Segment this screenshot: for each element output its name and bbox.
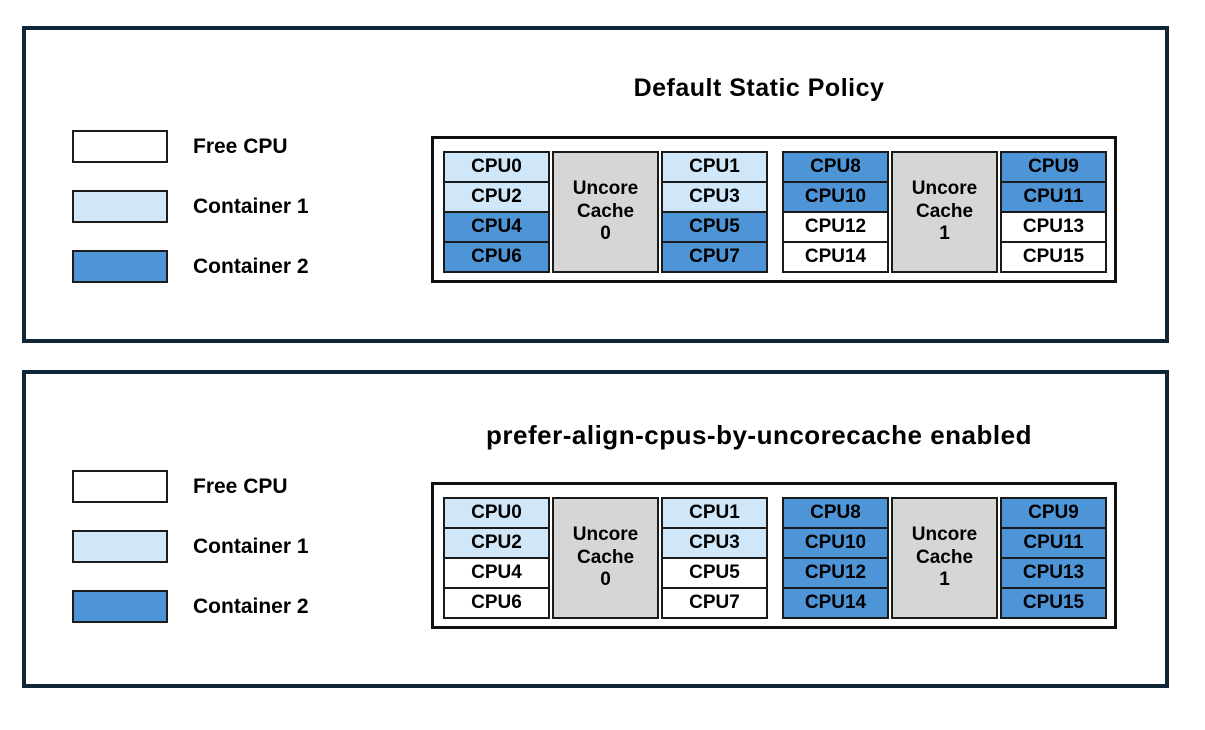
panel-prefer-align-uncorecache: prefer-align-cpus-by-uncorecache enabled… [22,370,1169,688]
legend-swatch-container-2 [72,590,168,623]
legend-label: Container 2 [193,594,309,618]
uncore-cache-label-line: Uncore [911,523,978,545]
legend-swatch-container-1 [72,530,168,563]
uncore-cache-label-line: Cache [915,546,974,568]
cpu-cell: CPU10 [782,527,889,559]
cpu-cell: CPU5 [661,211,768,243]
cpu-cell: CPU12 [782,557,889,589]
cpu-column-right: CPU9 CPU11 CPU13 CPU15 [1000,497,1107,619]
page-title: Default Static Policy [633,74,885,102]
uncore-cache-0-block: Uncore Cache 0 [552,497,659,619]
cpu-column-right: CPU1 CPU3 CPU5 CPU7 [661,151,768,273]
cpu-cell: CPU10 [782,181,889,213]
uncore-cache-1-block: Uncore Cache 1 [891,151,998,273]
legend: Free CPU Container 1 Container 2 [72,470,309,623]
legend-swatch-container-2 [72,250,168,283]
cpu-cell: CPU13 [1000,211,1107,243]
cache-group-0: CPU0 CPU2 CPU4 CPU6 Uncore Cache 0 CPU1 … [443,497,768,619]
cpu-column-right: CPU1 CPU3 CPU5 CPU7 [661,497,768,619]
uncore-cache-label-line: 0 [600,223,611,245]
legend-label: Container 1 [193,194,309,218]
legend-item-free-cpu: Free CPU [72,470,309,503]
cpu-cell: CPU9 [1000,497,1107,529]
uncore-cache-label-line: Cache [915,200,974,222]
legend-label: Free CPU [193,134,288,158]
legend: Free CPU Container 1 Container 2 [72,130,309,283]
cpu-cell: CPU4 [443,557,550,589]
cpu-cell: CPU6 [443,587,550,619]
uncore-cache-label-line: Uncore [911,177,978,199]
cpu-column-left: CPU8 CPU10 CPU12 CPU14 [782,151,889,273]
cpu-cell: CPU11 [1000,527,1107,559]
legend-label: Free CPU [193,474,288,498]
legend-item-container-2: Container 2 [72,590,309,623]
cpu-cell: CPU3 [661,181,768,213]
cpu-cell: CPU15 [1000,241,1107,273]
cpu-cell: CPU8 [782,151,889,183]
legend-swatch-container-1 [72,190,168,223]
cpu-cell: CPU14 [782,587,889,619]
cpu-cell: CPU9 [1000,151,1107,183]
cpu-cell: CPU2 [443,181,550,213]
cpu-column-right: CPU9 CPU11 CPU13 CPU15 [1000,151,1107,273]
cpu-cell: CPU0 [443,151,550,183]
legend-item-free-cpu: Free CPU [72,130,309,163]
cpu-cell: CPU12 [782,211,889,243]
uncore-cache-label-line: 0 [600,569,611,591]
uncore-cache-0-block: Uncore Cache 0 [552,151,659,273]
cpu-cell: CPU11 [1000,181,1107,213]
cpu-cell: CPU6 [443,241,550,273]
panel-default-static-policy: Default Static Policy Free CPU Container… [22,26,1169,343]
legend-swatch-free [72,470,168,503]
cpu-cell: CPU13 [1000,557,1107,589]
cache-group-1: CPU8 CPU10 CPU12 CPU14 Uncore Cache 1 CP… [782,497,1107,619]
legend-item-container-1: Container 1 [72,190,309,223]
cpu-column-left: CPU8 CPU10 CPU12 CPU14 [782,497,889,619]
legend-item-container-1: Container 1 [72,530,309,563]
legend-item-container-2: Container 2 [72,250,309,283]
cpu-cell: CPU3 [661,527,768,559]
cpu-column-left: CPU0 CPU2 CPU4 CPU6 [443,151,550,273]
cpu-diagram: CPU0 CPU2 CPU4 CPU6 Uncore Cache 0 CPU1 … [431,482,1117,629]
uncore-cache-label-line: Cache [576,200,635,222]
cache-group-0: CPU0 CPU2 CPU4 CPU6 Uncore Cache 0 CPU1 … [443,151,768,273]
cpu-cell: CPU5 [661,557,768,589]
cpu-cell: CPU1 [661,151,768,183]
uncore-cache-label-line: 1 [939,223,950,245]
legend-label: Container 2 [193,254,309,278]
uncore-cache-label-line: Cache [576,546,635,568]
cpu-cell: CPU7 [661,587,768,619]
cpu-cell: CPU8 [782,497,889,529]
cpu-column-left: CPU0 CPU2 CPU4 CPU6 [443,497,550,619]
legend-swatch-free [72,130,168,163]
cpu-cell: CPU4 [443,211,550,243]
page-title: prefer-align-cpus-by-uncorecache enabled [486,420,1032,450]
cpu-cell: CPU0 [443,497,550,529]
cpu-cell: CPU15 [1000,587,1107,619]
cpu-cell: CPU14 [782,241,889,273]
cache-group-1: CPU8 CPU10 CPU12 CPU14 Uncore Cache 1 CP… [782,151,1107,273]
cpu-cell: CPU1 [661,497,768,529]
cpu-cell: CPU2 [443,527,550,559]
uncore-cache-label-line: Uncore [572,177,639,199]
legend-label: Container 1 [193,534,309,558]
cpu-diagram: CPU0 CPU2 CPU4 CPU6 Uncore Cache 0 CPU1 … [431,136,1117,283]
uncore-cache-1-block: Uncore Cache 1 [891,497,998,619]
uncore-cache-label-line: 1 [939,569,950,591]
cpu-cell: CPU7 [661,241,768,273]
uncore-cache-label-line: Uncore [572,523,639,545]
